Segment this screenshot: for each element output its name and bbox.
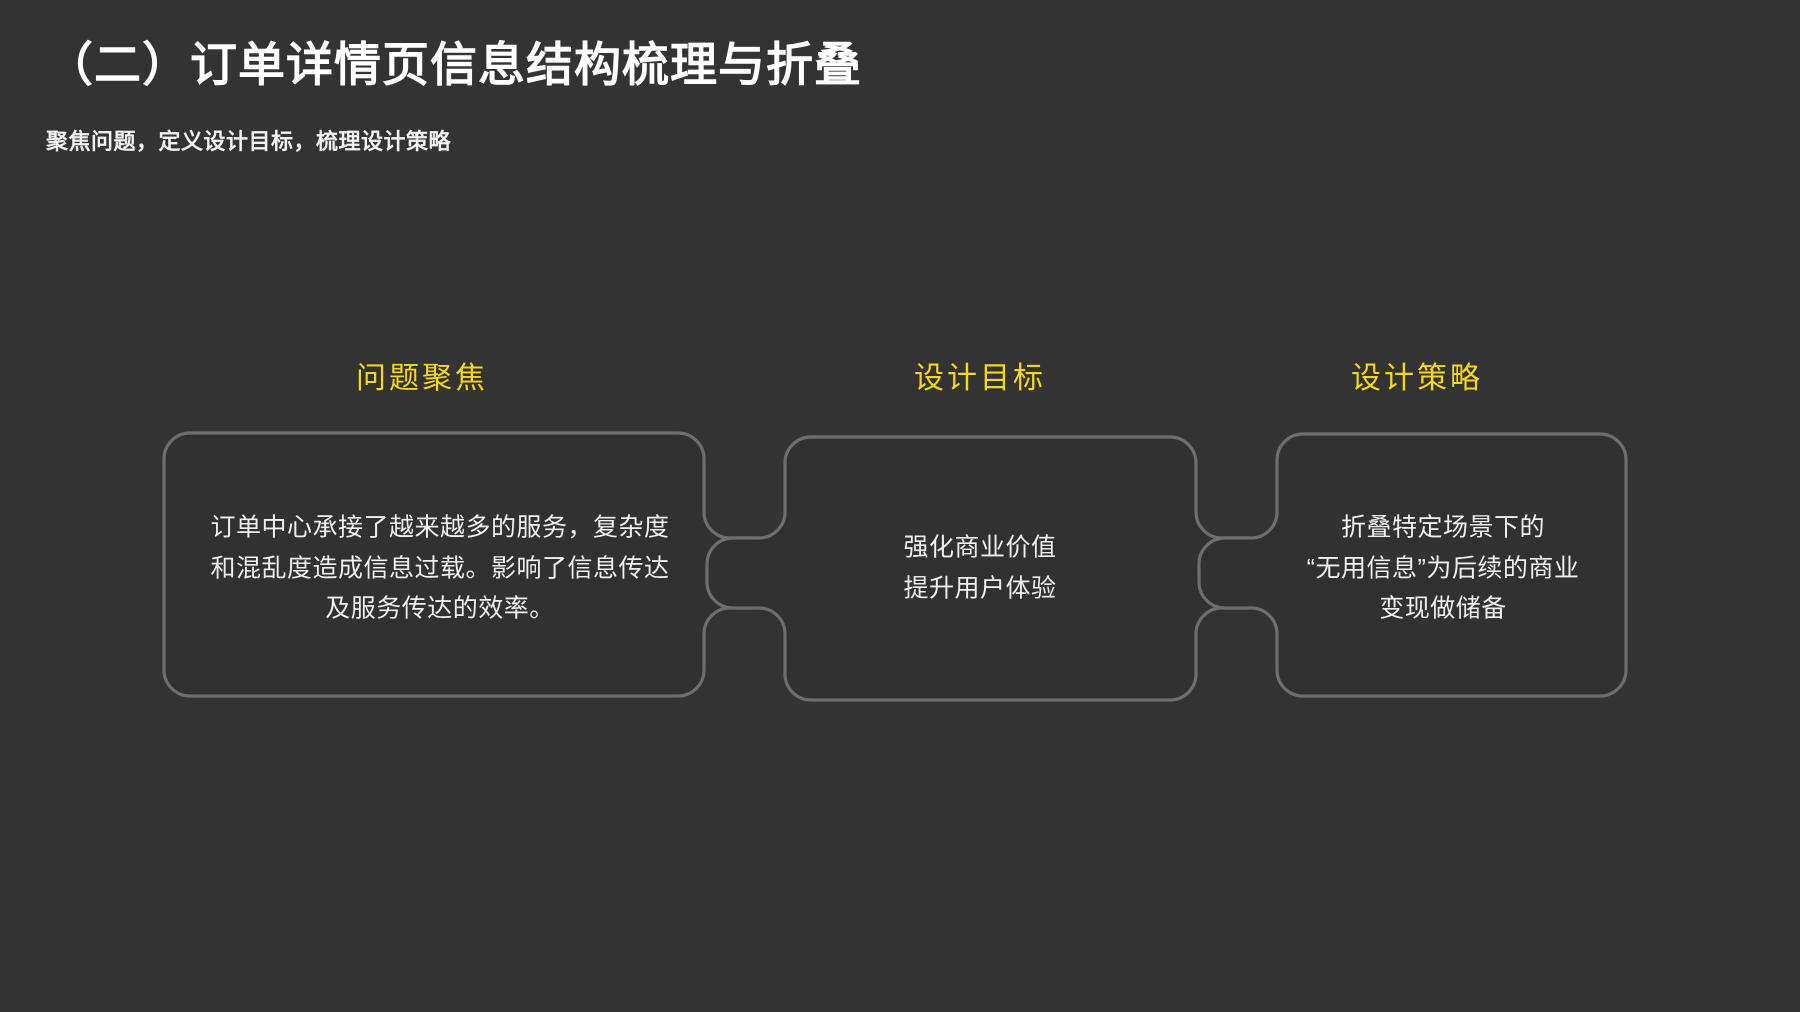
card-body-design-goal: 强化商业价值 提升用户体验 — [903, 533, 1057, 603]
card-body-problem-focus: 订单中心承接了越来越多的服务，复杂度 和混乱度造成信息过载。影响了信息传达 及服… — [210, 513, 670, 623]
puzzle-pieces-svg — [162, 431, 1628, 702]
column-heading-problem-focus: 问题聚焦 — [356, 362, 488, 395]
card-body-design-strategy: 折叠特定场景下的 “无用信息”为后续的商业 变现做储备 — [1306, 513, 1580, 623]
column-heading-design-strategy: 设计策略 — [1351, 362, 1483, 395]
puzzle-piece-3-outline — [1197, 432, 1628, 698]
page-title: （二）订单详情页信息结构梳理与折叠 — [46, 38, 862, 91]
page-subtitle: 聚焦问题，定义设计目标，梳理设计策略 — [46, 129, 452, 154]
column-heading-design-goal: 设计目标 — [914, 362, 1046, 395]
puzzle-diagram — [160, 420, 1630, 720]
